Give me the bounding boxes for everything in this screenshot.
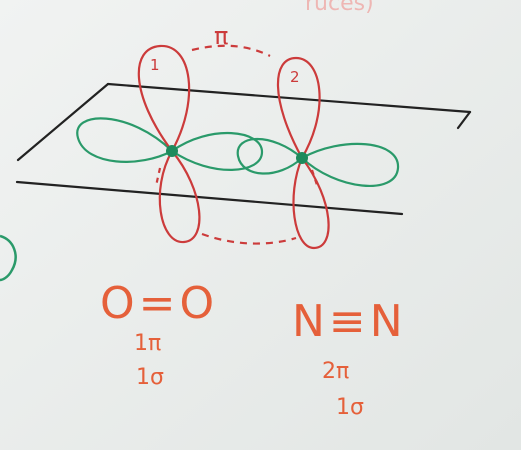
nitrogen-molecule-notes: N≡N 2π 1σ [292,296,407,420]
right-atom-nucleus [296,152,308,164]
green-partial-circle [0,234,17,282]
n2-formula: N≡N [292,296,407,347]
pi-overlap-top [191,44,271,57]
plane-bottom-edge [15,180,404,216]
top-scribble: ruces) [305,0,374,16]
left-lobe-mark: 1 [150,56,160,74]
pi-bond-label: π [214,22,228,50]
sigma-orbitals [76,117,400,187]
left-atom-nucleus [166,145,178,157]
molecular-plane [15,82,472,216]
n2-pi-count: 2π [322,359,349,384]
o2-pi-count: 1π [134,331,161,356]
right-atom-sigma-lobe-left [236,138,304,175]
right-atom-p-lobe-bottom [292,157,330,250]
pi-dash-left [154,167,162,187]
left-atom-sigma-lobe-left [76,117,174,163]
right-atom-p-lobe-top [276,56,321,161]
n2-sigma-count: 1σ [336,395,364,420]
o2-sigma-count: 1σ [136,365,164,390]
left-atom-p-lobe-top [137,44,191,154]
plane-top-edge [106,82,472,114]
right-atom-sigma-lobe-right [300,142,400,187]
left-atom-sigma-lobe-right [170,131,264,171]
plane-left-edge [16,82,110,162]
pi-dash-right [310,169,320,189]
oxygen-molecule-notes: O=O 1π 1σ [100,278,218,390]
left-atom-p-lobe-bottom [158,150,201,244]
pi-orbitals [137,44,330,250]
right-lobe-mark: 2 [290,68,300,86]
o2-formula: O=O [100,278,218,329]
plane-right-edge [456,110,472,130]
